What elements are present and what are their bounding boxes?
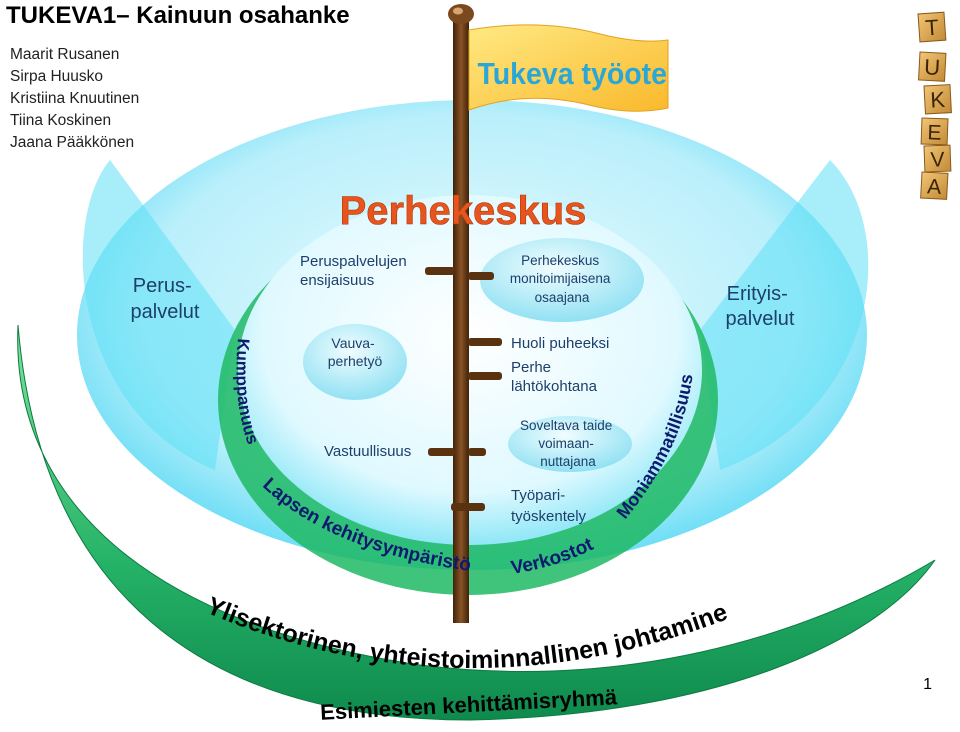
priority-line2: ensijaisuus [300,272,374,289]
monitor-line3: osaajana [535,290,590,305]
author-name: Sirpa Huusko [10,68,104,85]
right-outer-label: Erityis- palvelut [726,283,795,330]
baby-label: Vauva- perhetyö [328,335,383,369]
peg-right-1 [468,272,494,280]
block-a: A [920,171,949,200]
baby-line1: Vauva- [331,335,375,351]
block-e: E [920,117,949,146]
left-outer-line1: Perus- [133,275,192,297]
monitor-line1: Perhekeskus [521,253,599,268]
block-a-letter: A [927,175,942,199]
block-t-letter: T [924,15,939,41]
peg-right-4 [468,448,486,456]
block-a-face [920,171,949,200]
flag [468,24,669,112]
left-wedge [82,160,235,470]
pole-top [448,4,474,24]
pair-line1: Työpari- [511,487,565,504]
right-outer-line1: Erityis- [727,283,788,305]
family-label: Perhe lähtökohtana [511,359,598,395]
peg-left-2 [428,448,455,456]
care-label: Huoli puheeksi [511,335,609,352]
monitor-label: Perhekeskus monitoimijaisena osaajana [510,253,614,305]
author-name: Tiina Koskinen [10,112,112,129]
block-u-face [918,51,947,82]
center-title: Perhekeskus [340,189,587,233]
page-number: 1 [923,676,932,693]
block-v-letter: V [930,148,945,171]
pole-pegs [425,267,502,511]
block-k-face [923,84,952,115]
block-k-letter: K [930,87,946,113]
pair-label: Työpari- työskentely [511,487,587,525]
author-list: Maarit Rusanen Sirpa Huusko Kristiina Kn… [10,44,139,154]
art-line3: nuttajana [540,454,596,469]
monitor-line2: monitoimijaisena [510,271,611,286]
author-name: Kristiina Knuutinen [10,90,140,107]
block-u-letter: U [924,54,941,80]
pole-top-highlight [453,7,463,15]
bubble-monitor [480,238,644,322]
peg-right-3 [468,372,502,380]
priority-label: Peruspalvelujen ensijaisuus [300,253,411,289]
pair-line2: työskentely [511,508,587,525]
peg-left-3 [451,503,485,511]
priority-line1: Peruspalvelujen [300,253,407,270]
block-v-face [923,144,952,173]
right-wedge [700,160,869,470]
block-e-letter: E [927,121,942,144]
peg-left-1 [425,267,455,275]
author-name: Jaana Pääkkönen [10,134,135,151]
block-e-face [920,117,949,146]
block-t: T [917,11,947,43]
block-u: U [918,51,947,82]
right-outer-line2: palvelut [726,308,795,330]
left-outer-line2: palvelut [131,301,200,323]
art-label: Soveltava taide voimaan- nuttajana [520,418,616,469]
responsibility-label: Vastuullisuus [324,443,411,460]
family-line1: Perhe [511,359,551,376]
page-title: TUKEVA1– Kainuun osahanke [6,2,350,29]
block-k: K [923,84,952,115]
peg-right-2 [468,338,502,346]
art-line2: voimaan- [538,436,594,451]
family-line2: lähtökohtana [511,378,598,395]
left-outer-label: Perus- palvelut [131,275,200,323]
tukeva-blocks: T U K E V A [917,11,952,200]
block-v: V [923,144,952,173]
baby-line2: perhetyö [328,353,383,369]
bubble-art [508,416,632,472]
bubble-baby [303,324,407,400]
block-t-face [917,11,947,43]
flag-text: Tukeva työote [477,57,667,91]
flag-pole [453,18,469,623]
green-base-band [17,324,936,721]
art-line1: Soveltava taide [520,418,612,433]
author-name: Maarit Rusanen [10,46,120,63]
